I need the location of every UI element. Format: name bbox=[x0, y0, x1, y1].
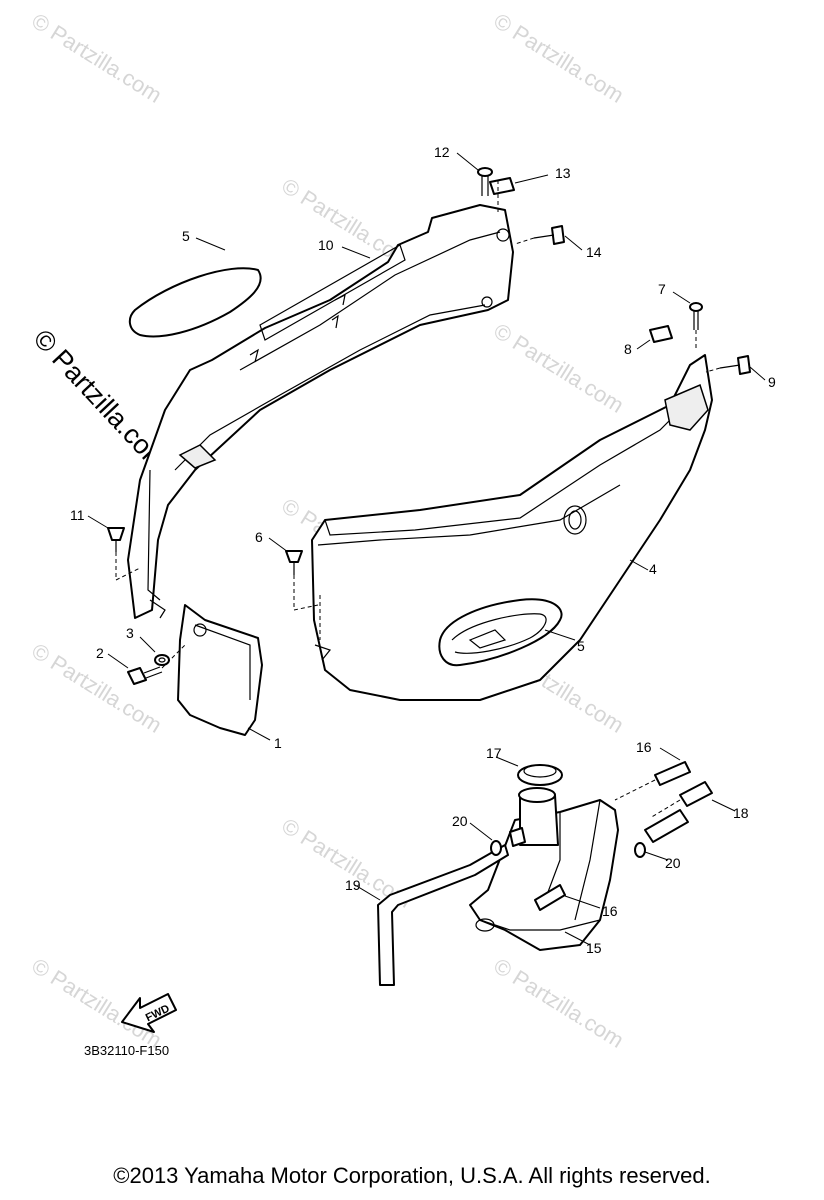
main-side-cover bbox=[311, 354, 713, 701]
leader-lines bbox=[87, 152, 766, 946]
callout-6: 6 bbox=[255, 529, 263, 545]
cap-17 bbox=[517, 764, 563, 786]
emblem-badge bbox=[438, 598, 563, 667]
grommet-14 bbox=[533, 225, 565, 245]
callout-4: 4 bbox=[649, 561, 657, 577]
clamp-20 bbox=[490, 840, 646, 858]
callout-2: 2 bbox=[96, 645, 104, 661]
watermark: © Partzilla.com bbox=[489, 318, 628, 418]
hose-19 bbox=[377, 844, 509, 986]
callout-20b: 20 bbox=[665, 855, 681, 871]
callout-12: 12 bbox=[434, 144, 450, 160]
elbow-fitting bbox=[509, 827, 526, 847]
screw-7 bbox=[689, 302, 703, 330]
screw-12 bbox=[477, 167, 493, 196]
pipe-18 bbox=[644, 781, 713, 843]
callout-labels: 12 13 10 14 5 7 8 9 11 6 4 3 2 5 1 17 16… bbox=[70, 144, 776, 956]
callout-18: 18 bbox=[733, 805, 749, 821]
nut-13 bbox=[489, 177, 515, 195]
callout-3: 3 bbox=[126, 625, 134, 641]
reservoir-tank bbox=[469, 799, 619, 951]
callout-20: 20 bbox=[452, 813, 468, 829]
callout-16b: 16 bbox=[602, 903, 618, 919]
callout-13: 13 bbox=[555, 165, 571, 181]
callout-1: 1 bbox=[274, 735, 282, 751]
copyright-notice: ©2013 Yamaha Motor Corporation, U.S.A. A… bbox=[113, 1163, 711, 1188]
callout-10: 10 bbox=[318, 237, 334, 253]
watermark: © Partzilla.com bbox=[489, 8, 628, 108]
callout-16: 16 bbox=[636, 739, 652, 755]
callout-8: 8 bbox=[624, 341, 632, 357]
bolt-2 bbox=[127, 666, 163, 685]
callout-7: 7 bbox=[658, 281, 666, 297]
callout-15: 15 bbox=[586, 940, 602, 956]
callout-17: 17 bbox=[486, 745, 502, 761]
clip-11 bbox=[107, 527, 125, 552]
clip-6 bbox=[285, 550, 303, 575]
filler-neck bbox=[518, 787, 559, 846]
bolt-16 bbox=[534, 761, 691, 911]
nut-8 bbox=[649, 325, 673, 343]
callout-11: 11 bbox=[70, 507, 85, 523]
assembly-lines bbox=[115, 180, 721, 819]
watermark: © Partzilla.com bbox=[27, 8, 166, 108]
emblem-top bbox=[128, 267, 262, 338]
callout-5b: 5 bbox=[577, 638, 585, 654]
watermark: © Partzilla.com bbox=[27, 953, 166, 1053]
callout-5: 5 bbox=[182, 228, 190, 244]
watermark: © Partzilla.com bbox=[489, 953, 628, 1053]
rear-side-cover bbox=[127, 204, 514, 619]
callout-14: 14 bbox=[586, 244, 602, 260]
callout-19: 19 bbox=[345, 877, 361, 893]
callout-9: 9 bbox=[768, 374, 776, 390]
grommet-9 bbox=[719, 355, 751, 375]
washer-3 bbox=[154, 654, 170, 666]
figure-code: 3B32110-F150 bbox=[84, 1043, 170, 1058]
front-cover-piece bbox=[177, 604, 263, 736]
